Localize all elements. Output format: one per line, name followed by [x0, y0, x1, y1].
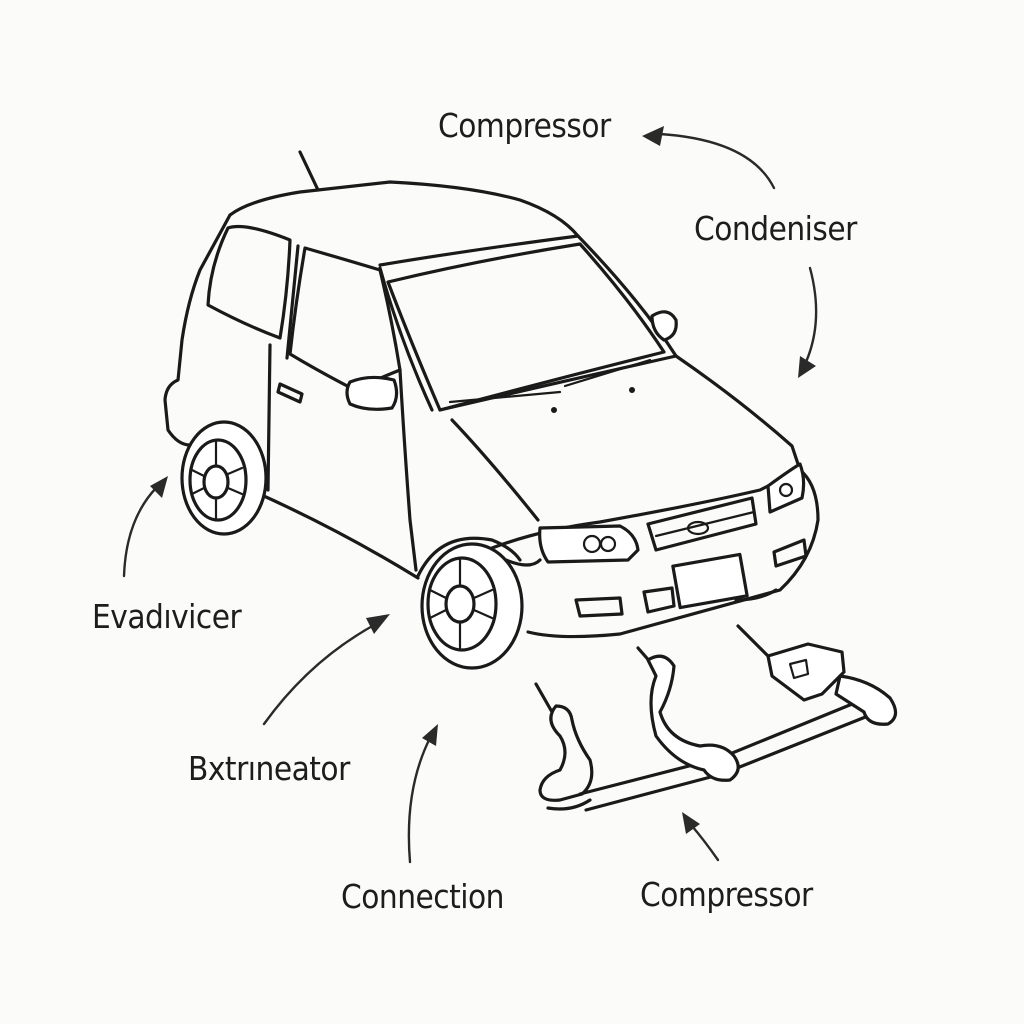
fog-light-right	[772, 538, 808, 568]
arrow-compressor-bottom	[690, 824, 720, 862]
arrow-condenser	[804, 266, 818, 364]
front-wheel-arch	[416, 536, 522, 578]
washer-nozzle-left	[551, 407, 557, 413]
hood-crease	[450, 418, 540, 522]
a-pillar	[378, 266, 434, 412]
headlight-left	[538, 524, 640, 564]
grille	[646, 496, 758, 552]
arrow-condenser-head	[798, 356, 816, 378]
door-handle	[276, 382, 304, 404]
front-door-edge	[398, 368, 418, 572]
side-mirror-left	[345, 375, 399, 411]
arrow-extractor	[262, 622, 378, 726]
bumper-corner	[504, 558, 542, 567]
headlight-lens-right	[778, 482, 794, 498]
compressor-block	[766, 642, 846, 702]
arrow-compressor-top	[658, 132, 776, 190]
headlight-lens-left-2	[599, 535, 617, 553]
front-bumper-outline	[490, 468, 820, 639]
b-pillar	[285, 244, 300, 360]
side-sill	[253, 490, 420, 580]
arrow-extractor-head	[366, 614, 390, 634]
right-stub	[736, 624, 770, 658]
left-hose	[538, 704, 594, 802]
license-plate	[671, 552, 749, 610]
car-drawing	[163, 150, 820, 670]
label-connection: Connection	[341, 877, 505, 916]
door-seam	[266, 343, 272, 492]
left-hose-end	[546, 798, 592, 811]
label-evaporator: Evadıvicer	[92, 597, 242, 636]
arrow-connection-head	[422, 724, 438, 746]
rear-window	[206, 224, 292, 340]
front-wheel	[420, 542, 524, 670]
arrow-evaporator	[122, 486, 158, 578]
car-rear	[163, 213, 232, 447]
ac-components	[534, 624, 898, 812]
front-side-window	[288, 246, 402, 392]
car-roof	[228, 180, 580, 238]
roof-front-edge	[378, 234, 580, 267]
grille-emblem	[686, 520, 710, 536]
label-compressor-top: Compressor	[438, 106, 611, 145]
arrow-compressor-top-head	[642, 126, 664, 146]
bumper-bottom-right	[734, 588, 778, 602]
a-pillar-right	[576, 234, 678, 358]
compressor-outlet	[834, 674, 898, 726]
windshield	[386, 242, 666, 412]
hose-stub-left	[534, 682, 554, 714]
arrow-evaporator-head	[150, 476, 168, 498]
fog-light-left	[574, 596, 624, 618]
arrow-compressor-bottom-head	[682, 812, 700, 834]
rear-wheel	[180, 420, 268, 536]
arrow-connection	[407, 736, 432, 864]
label-condenser: Condeniser	[694, 209, 857, 248]
lower-intake	[642, 586, 676, 614]
middle-hose	[646, 654, 740, 782]
compressor-port	[788, 658, 810, 680]
washer-nozzle-right	[629, 387, 635, 393]
label-extractor: Bxtrıneator	[188, 749, 350, 788]
label-compressor-bottom: Compressor	[640, 875, 813, 914]
arrows	[122, 126, 818, 864]
headlight-right	[766, 462, 806, 514]
side-mirror-right	[650, 310, 678, 342]
hood-edge	[438, 354, 802, 472]
wiper-left	[448, 390, 562, 404]
car-antenna	[298, 150, 320, 192]
